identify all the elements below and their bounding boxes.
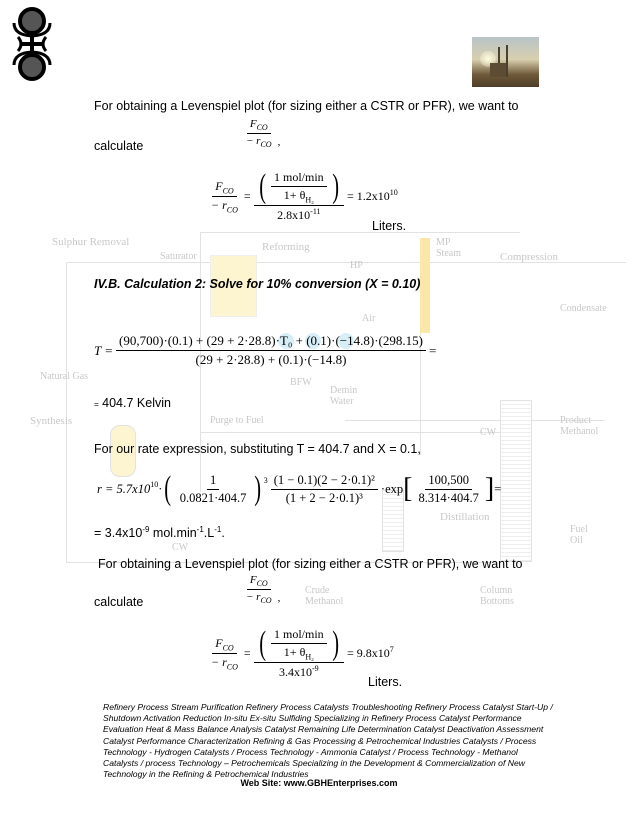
- wm-mp-steam: MP Steam: [436, 237, 461, 259]
- section2-intro: For obtaining a Levenspiel plot (for siz…: [98, 557, 523, 571]
- section1-intro: For obtaining a Levenspiel plot (for siz…: [94, 99, 519, 113]
- wm-reforming: Reforming: [262, 241, 310, 253]
- wm-condensate: Condensate: [560, 303, 607, 314]
- logo: [12, 5, 52, 83]
- wm-fuel-oil: Fuel Oil: [570, 524, 588, 546]
- refinery-photo: [472, 37, 539, 87]
- temperature-equation: T = (90,700)·(0.1) + (29 + 2·28.8)·T₀ + …: [94, 333, 437, 367]
- section2-units: Liters.: [368, 675, 403, 689]
- rate-result: = 3.4x10-9 mol.min-1.L-1.: [94, 525, 225, 541]
- section2-fraction: FCO− rCO ,: [246, 574, 281, 606]
- rate-intro: For our rate expression, substituting T …: [94, 442, 421, 456]
- footer-website: Web Site: www.GBHEnterprises.com: [240, 778, 398, 788]
- wm-cw-1: CW: [480, 427, 497, 438]
- section-heading: IV.B. Calculation 2: Solve for 10% conve…: [94, 277, 421, 291]
- wm-product-methanol: Product Methanol: [560, 415, 599, 437]
- section1-fraction: FCO− rCO ,: [246, 118, 281, 150]
- wm-air: Air: [362, 313, 376, 324]
- temperature-result: = 404.7 Kelvin: [94, 396, 171, 410]
- footer-services-text: Refinery Process Stream Purification Ref…: [103, 702, 553, 780]
- wm-distillation: Distillation: [440, 511, 490, 523]
- section1-calculate: calculate: [94, 139, 144, 153]
- gbh-logo-icon: [12, 7, 52, 81]
- section2-calculate: calculate: [94, 595, 144, 609]
- wm-saturator: Saturator: [160, 251, 197, 262]
- section1-units: Liters.: [372, 219, 407, 233]
- wm-hp: HP: [350, 260, 363, 271]
- wm-sulphur-removal: Sulphur Removal: [52, 236, 130, 248]
- wm-demin-water: Demin Water: [330, 385, 358, 407]
- wm-bfw: BFW: [290, 377, 312, 388]
- wm-synthesis: Synthesis: [30, 415, 73, 427]
- wm-cw-2: CW: [172, 542, 189, 553]
- wm-purge-to-fuel: Purge to Fuel: [210, 415, 264, 426]
- wm-crude-methanol: Crude Methanol: [305, 585, 344, 607]
- wm-compression: Compression: [500, 251, 559, 263]
- wm-column-bottoms: Column Bottoms: [480, 585, 514, 607]
- wm-natural-gas: Natural Gas: [40, 371, 89, 382]
